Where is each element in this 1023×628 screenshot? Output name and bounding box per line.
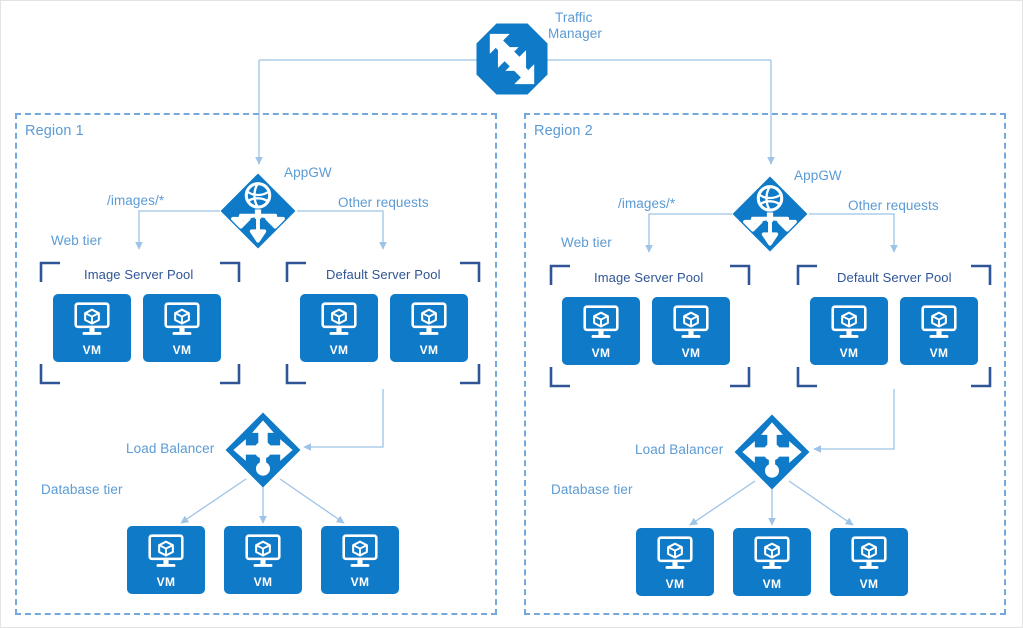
region-1-load-balancer-icon[interactable] [224, 411, 302, 489]
vm-label: VM [156, 575, 176, 589]
region-1-route-other-label: Other requests [338, 195, 429, 210]
vm-label: VM [859, 577, 879, 591]
virtual-machine-icon [409, 302, 449, 343]
region-2-database-vm-1[interactable]: VM [636, 528, 714, 596]
region-2-default-server-pool-label: Default Server Pool [837, 270, 952, 285]
virtual-machine-icon [243, 534, 283, 575]
region-1-default-pool-vm-1[interactable]: VM [300, 294, 378, 362]
region-1-image-pool-vm-2[interactable]: VM [143, 294, 221, 362]
region-1-default-server-pool-label: Default Server Pool [326, 267, 441, 282]
traffic-manager-label-line2: Manager [548, 26, 602, 41]
virtual-machine-icon [340, 534, 380, 575]
virtual-machine-icon [829, 305, 869, 346]
region-2-image-pool-vm-1[interactable]: VM [562, 297, 640, 365]
vm-label: VM [253, 575, 273, 589]
region-1-label: Region 1 [25, 123, 84, 139]
vm-label: VM [665, 577, 685, 591]
region-1-web-tier-label: Web tier [51, 233, 102, 248]
region-2-image-pool-vm-2[interactable]: VM [652, 297, 730, 365]
region-2-route-images-label: /images/* [618, 196, 676, 211]
vm-label: VM [419, 343, 439, 357]
region-1-appgw-icon[interactable] [219, 172, 297, 250]
region-2-appgw-label: AppGW [794, 168, 842, 183]
region-1-database-tier-label: Database tier [41, 482, 123, 497]
region-2-default-pool-vm-1[interactable]: VM [810, 297, 888, 365]
virtual-machine-icon [146, 534, 186, 575]
virtual-machine-icon [849, 536, 889, 577]
virtual-machine-icon [671, 305, 711, 346]
region-2-appgw-icon[interactable] [731, 175, 809, 253]
virtual-machine-icon [655, 536, 695, 577]
vm-label: VM [839, 346, 859, 360]
region-2-label: Region 2 [534, 123, 593, 139]
region-1-boundary [15, 113, 497, 615]
virtual-machine-icon [319, 302, 359, 343]
vm-label: VM [762, 577, 782, 591]
vm-label: VM [681, 346, 701, 360]
region-1-database-vm-3[interactable]: VM [321, 526, 399, 594]
vm-label: VM [929, 346, 949, 360]
virtual-machine-icon [919, 305, 959, 346]
region-2-database-vm-2[interactable]: VM [733, 528, 811, 596]
region-2-load-balancer-icon[interactable] [733, 413, 811, 491]
vm-label: VM [172, 343, 192, 357]
vm-label: VM [82, 343, 102, 357]
region-1-image-server-pool-label: Image Server Pool [84, 267, 194, 282]
virtual-machine-icon [752, 536, 792, 577]
region-1-image-pool-vm-1[interactable]: VM [53, 294, 131, 362]
region-1-default-pool-vm-2[interactable]: VM [390, 294, 468, 362]
traffic-manager-label-line1: Traffic [555, 10, 593, 25]
traffic-manager-icon[interactable] [475, 22, 549, 96]
vm-label: VM [329, 343, 349, 357]
region-2-boundary [524, 113, 1006, 615]
region-2-database-vm-3[interactable]: VM [830, 528, 908, 596]
region-2-web-tier-label: Web tier [561, 235, 612, 250]
region-1-appgw-label: AppGW [284, 165, 332, 180]
virtual-machine-icon [581, 305, 621, 346]
virtual-machine-icon [72, 302, 112, 343]
region-2-default-pool-vm-2[interactable]: VM [900, 297, 978, 365]
region-2-load-balancer-label: Load Balancer [635, 442, 724, 457]
region-2-database-tier-label: Database tier [551, 482, 633, 497]
region-1-database-vm-1[interactable]: VM [127, 526, 205, 594]
region-2-image-server-pool-label: Image Server Pool [594, 270, 704, 285]
vm-label: VM [350, 575, 370, 589]
virtual-machine-icon [162, 302, 202, 343]
region-1-database-vm-2[interactable]: VM [224, 526, 302, 594]
region-2-route-other-label: Other requests [848, 198, 939, 213]
region-1-route-images-label: /images/* [107, 193, 165, 208]
vm-label: VM [591, 346, 611, 360]
region-1-load-balancer-label: Load Balancer [126, 441, 215, 456]
